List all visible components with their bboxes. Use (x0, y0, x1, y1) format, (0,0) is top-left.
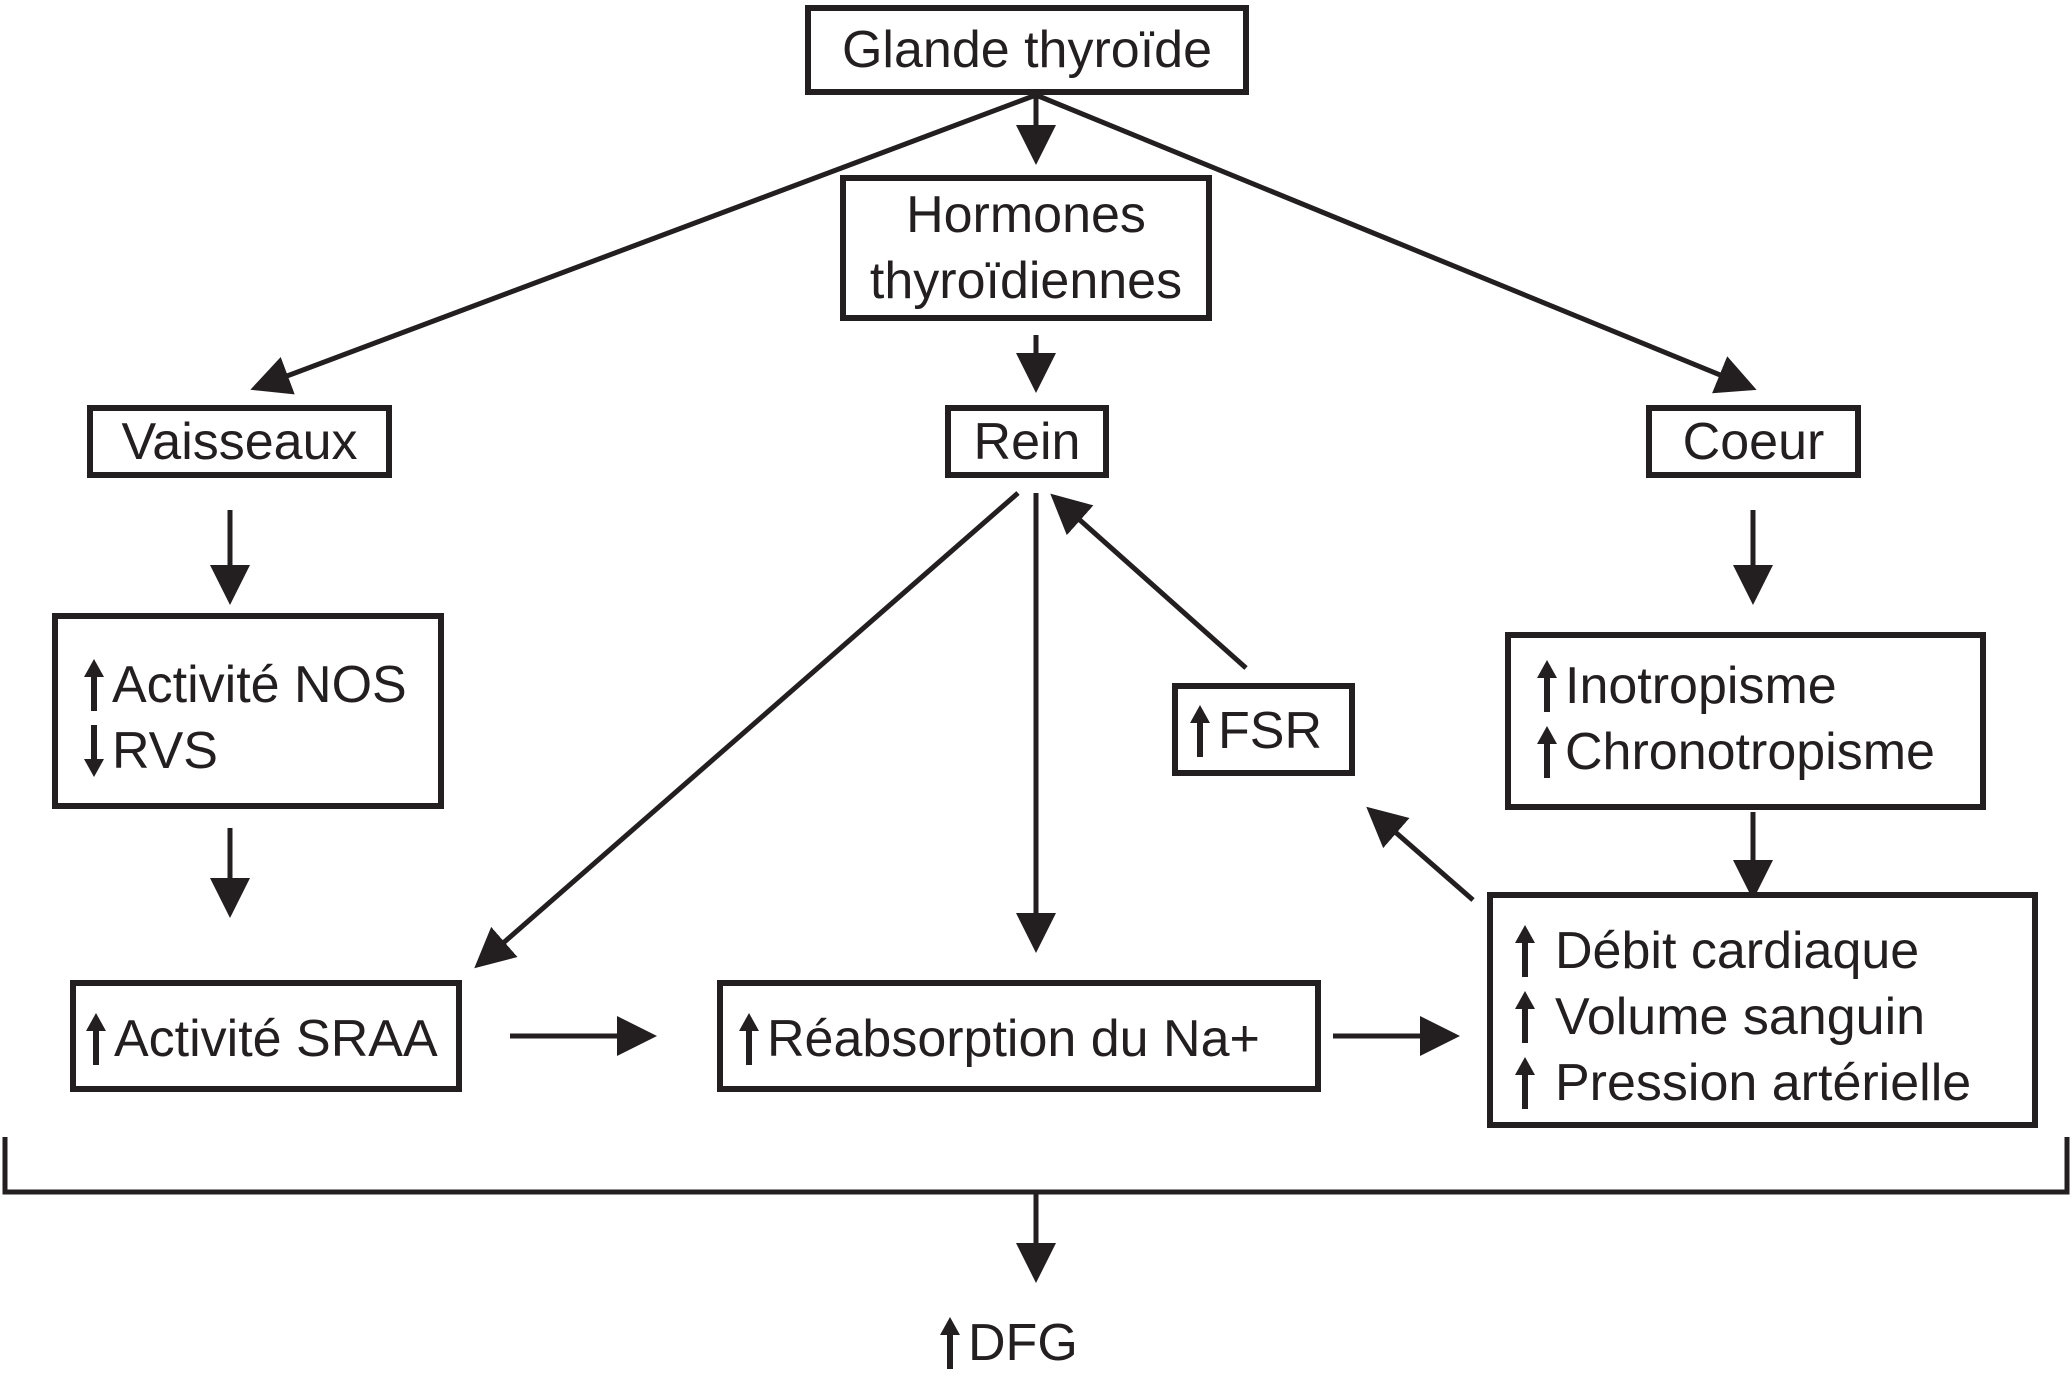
hemo-line-2-text: Volume sanguin (1555, 988, 1926, 1046)
node-heart-label: Coeur (1682, 412, 1825, 471)
arrow-kidney-to-sraa (474, 491, 1020, 969)
node-thyroid-label: Glande thyroïde (841, 21, 1213, 79)
hemo-line-1-text: Débit cardiaque (1555, 922, 1920, 980)
arrow-thyroid-to-heart (1035, 92, 1757, 394)
heart-effect-2-text: Chronotropisme (1565, 723, 1935, 781)
heart-effect-1: Inotropisme (1535, 653, 1980, 719)
dfg-line: DFG (938, 1310, 1158, 1376)
node-hemodynamics: Débit cardiaque Volume sanguin Pression … (1487, 892, 2038, 1128)
na-text: Réabsorption du Na+ (767, 1010, 1260, 1068)
vessels-effect-1-text: Activité NOS (112, 656, 407, 714)
arrow-up-icon (84, 1011, 108, 1067)
node-thyroid: Glande thyroïde (805, 5, 1249, 95)
node-kidney-label: Rein (973, 412, 1081, 471)
vessels-effect-1: Activité NOS (82, 652, 438, 718)
bracket-bottom (2, 1137, 2070, 1195)
node-vessels-label: Vaisseaux (121, 412, 358, 471)
node-hormones-line-2: thyroïdiennes (869, 252, 1183, 310)
arrow-up-icon (938, 1315, 962, 1371)
node-hormones: Hormones thyroïdiennes (840, 175, 1212, 321)
sraa-line: Activité SRAA (84, 1006, 456, 1072)
heart-effect-1-text: Inotropisme (1565, 657, 1837, 715)
hemo-line-3-text: Pression artérielle (1555, 1054, 1972, 1112)
arrow-up-icon (1513, 989, 1537, 1045)
arrow-thyroid-to-vessels (250, 92, 1037, 395)
hemo-line-1: Débit cardiaque (1513, 918, 2032, 984)
arrow-hemo-to-fsr (1366, 806, 1475, 902)
arrow-up-icon (82, 657, 106, 713)
arrow-up-icon (1535, 724, 1559, 780)
heart-effect-2: Chronotropisme (1535, 719, 1980, 785)
vessels-effect-2-text: RVS (112, 722, 218, 780)
node-vessels: Vaisseaux (87, 405, 392, 478)
node-vessels-effects: Activité NOS RVS (52, 613, 444, 809)
sraa-text: Activité SRAA (114, 1010, 438, 1068)
hemo-line-2: Volume sanguin (1513, 984, 2032, 1050)
node-heart: Coeur (1646, 405, 1861, 478)
na-line: Réabsorption du Na+ (737, 1006, 1315, 1072)
vessels-effect-2: RVS (82, 718, 438, 784)
node-heart-effects: Inotropisme Chronotropisme (1505, 632, 1986, 810)
node-sraa: Activité SRAA (70, 980, 462, 1092)
arrow-up-icon (1513, 923, 1537, 979)
node-dfg: DFG (938, 1310, 1158, 1380)
arrow-up-icon (1535, 658, 1559, 714)
arrow-up-icon (1513, 1055, 1537, 1111)
fsr-text: FSR (1218, 702, 1322, 760)
node-kidney: Rein (945, 405, 1109, 478)
arrow-up-icon (737, 1011, 761, 1067)
fsr-line: FSR (1188, 698, 1349, 764)
arrow-down-icon (82, 723, 106, 779)
arrow-fsr-to-kidney (1050, 493, 1248, 670)
node-fsr: FSR (1172, 683, 1355, 776)
arrow-up-icon (1188, 703, 1212, 759)
node-na-reabsorption: Réabsorption du Na+ (717, 980, 1321, 1092)
dfg-text: DFG (968, 1314, 1078, 1372)
hemo-line-3: Pression artérielle (1513, 1050, 2032, 1116)
node-hormones-line-1: Hormones (906, 186, 1146, 244)
